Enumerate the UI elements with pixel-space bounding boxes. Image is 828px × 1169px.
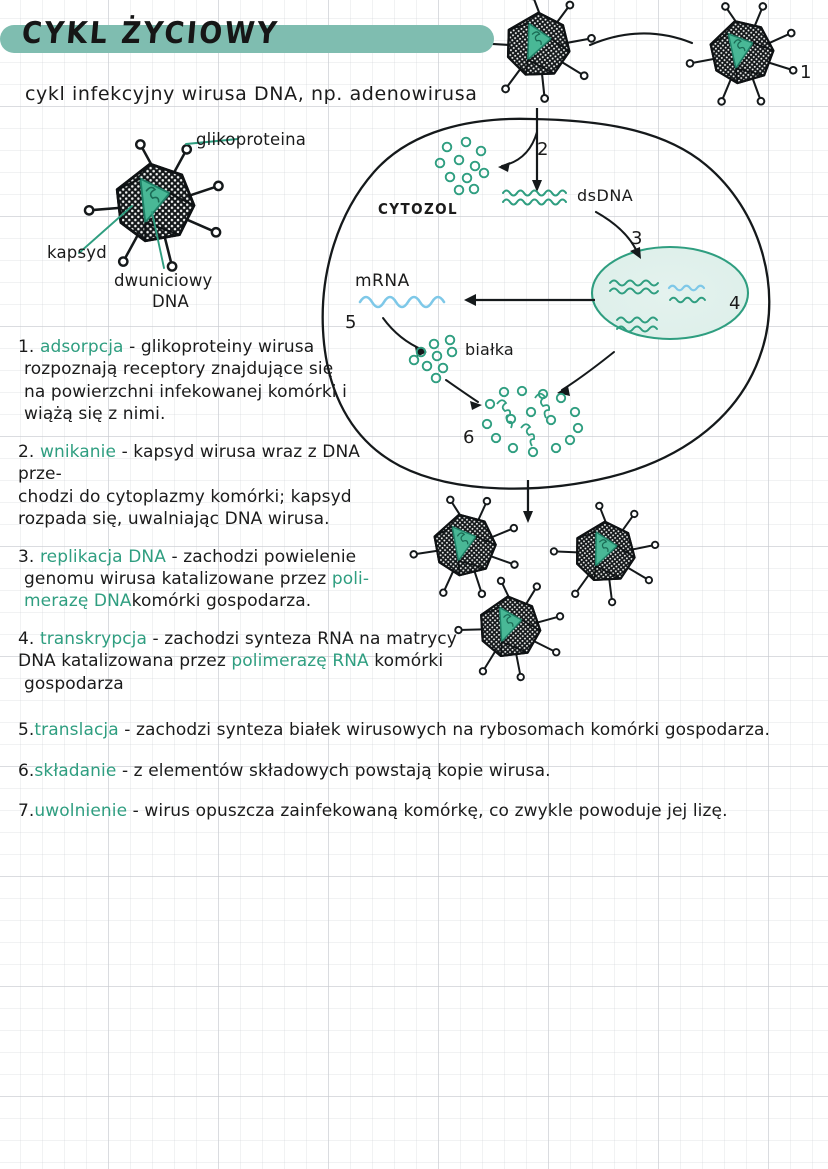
list-item-3: 3. replikacja DNA - zachodzi powielenie … — [18, 546, 383, 613]
step-number-4: 4 — [729, 293, 741, 314]
step-2-line-3: rozpada się, uwalniając DNA wirusa. — [18, 509, 330, 530]
step-6-number: 6. — [18, 760, 35, 781]
step-7-keyword: uwolnienie — [34, 801, 128, 821]
step-3-line-3: komórki gospodarza. — [131, 591, 312, 612]
list-item-2: 2. wnikanie - kapsyd wirusa wraz z DNA p… — [18, 441, 383, 531]
list-item-4: 4. transkrypcja - zachodzi synteza RNA n… — [18, 628, 818, 695]
step-1-line-2: rozpoznają receptory znajdujące się — [24, 359, 334, 380]
step-5-line-1: - zachodzi synteza białek wirusowych na … — [118, 720, 771, 741]
step-3-keyword-2: poli- — [331, 568, 370, 589]
step-7-line-1: - wirus opuszcza zainfekowaną komórkę, c… — [127, 801, 728, 821]
step-3-number: 3. — [18, 546, 35, 567]
nucleus — [590, 245, 750, 341]
label-dwuniciowy-dna-line1: dwuniciowy — [114, 271, 213, 290]
step-1-keyword: adsorpcja — [39, 337, 124, 357]
cell-membrane-outline — [321, 117, 771, 490]
step-3-line-1: - zachodzi powielenie — [165, 546, 357, 567]
label-glikoproteina: glikoproteina — [196, 130, 307, 149]
step-7-number: 7. — [18, 801, 35, 821]
step-4-line-3: komórki — [368, 651, 444, 672]
step-4-keyword-2: polimerazę RNA — [231, 651, 369, 672]
list-item-7: 7.uwolnienie - wirus opuszcza zainfekowa… — [18, 800, 818, 822]
virus-particle-labeled — [78, 138, 239, 272]
step-1-number: 1. — [18, 337, 35, 357]
step-4-keyword: transkrypcja — [39, 628, 148, 649]
step-number-1: 1 — [800, 62, 812, 83]
step-3-line-2: genomu wirusa katalizowane przez — [24, 568, 332, 589]
list-item-6: 6.składanie - z elementów składowych pow… — [18, 760, 818, 782]
label-dsdna: dsDNA — [577, 186, 634, 205]
page-title: CYKL ŻYCIOWY — [20, 16, 281, 51]
step-number-5: 5 — [345, 312, 357, 333]
virus-particle-extracellular-1 — [472, 0, 602, 109]
step-1-line-3: na powierzchni infekowanej komórki i — [24, 381, 347, 402]
assembly-cluster — [481, 385, 584, 458]
step-3-keyword: replikacja DNA — [39, 546, 166, 567]
dsdna-strand — [502, 189, 567, 206]
step-1-line-1: - glikoproteiny wirusa — [123, 337, 315, 357]
step-2-keyword: wnikanie — [39, 441, 117, 462]
virus-particle-extracellular-2 — [679, 0, 803, 113]
step-6-keyword: składanie — [34, 760, 117, 781]
list-item-1: 1. adsorpcja - glikoproteiny wirusa rozp… — [18, 336, 383, 426]
steps-list: 1. adsorpcja - glikoproteiny wirusa rozp… — [18, 336, 818, 837]
step-2-line-1: - kapsyd wirusa wraz z DNA prze- — [18, 441, 361, 485]
label-mrna: mRNA — [355, 271, 410, 291]
step-4-number: 4. — [18, 628, 35, 649]
step-4-line-2: DNA katalizowana przez — [18, 651, 232, 672]
step-5-number: 5. — [18, 720, 35, 741]
nuclear-dna-strands — [609, 279, 706, 333]
step-number-3: 3 — [631, 228, 643, 249]
step-number-6: 6 — [463, 427, 475, 448]
step-2-line-2: chodzi do cytoplazmy komórki; kapsyd — [18, 486, 352, 507]
capsid-fragments — [434, 136, 490, 196]
step-1-line-4: wiążą się z nimi. — [24, 404, 166, 425]
step-2-number: 2. — [18, 441, 35, 462]
label-kapsyd: kapsyd — [47, 243, 107, 262]
page-subtitle: cykl infekcyjny wirusa DNA, np. adenowir… — [25, 83, 478, 105]
label-bialka: białka — [465, 340, 514, 359]
step-4-line-1: - zachodzi synteza RNA na matrycy — [147, 628, 457, 649]
list-item-5: 5.translacja - zachodzi synteza białek w… — [18, 719, 818, 741]
arrow-assembly-from-proteins — [445, 379, 479, 403]
arrow-capsid-disassembly — [501, 131, 538, 167]
title-highlight-bar — [0, 25, 494, 53]
label-cytozol: CYTOZOL — [378, 200, 459, 218]
step-3-keyword-3: merazę DNA — [24, 591, 132, 612]
step-4-line-4: gospodarza — [24, 673, 124, 694]
protein-cluster — [408, 334, 458, 384]
step-5-keyword: translacja — [34, 720, 119, 741]
arrow-step-1 — [588, 32, 694, 47]
label-dwuniciowy-dna-line2: DNA — [152, 292, 189, 311]
mrna-strand — [358, 295, 446, 309]
step-number-2: 2 — [537, 139, 549, 160]
step-6-line-1: - z elementów składowych powstają kopie … — [116, 760, 551, 781]
